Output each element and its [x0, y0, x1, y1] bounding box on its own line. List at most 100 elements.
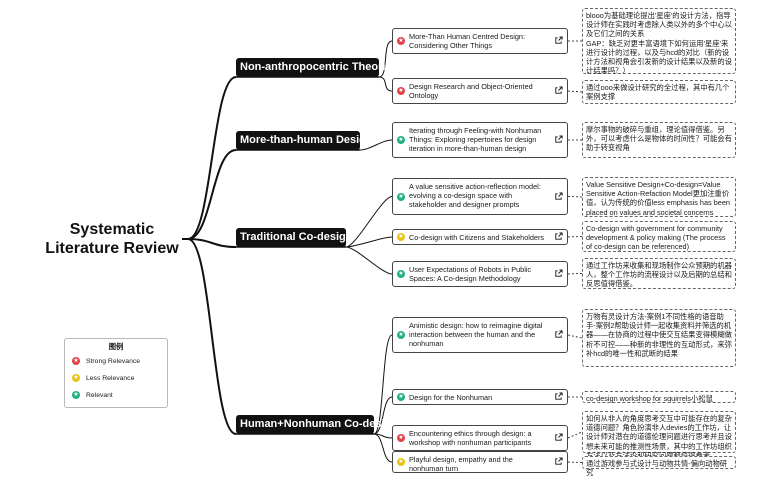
connector-line — [345, 236, 393, 248]
external-link-icon[interactable] — [554, 330, 563, 339]
connector-line — [567, 273, 583, 275]
connector-line — [345, 246, 393, 275]
external-link-icon[interactable] — [554, 433, 563, 442]
external-link-icon[interactable] — [554, 392, 563, 401]
paper-note: co-design workshop for squirrels小松鼠 — [582, 391, 736, 403]
paper-card[interactable]: ★ Co-design with Citizens and Stakeholde… — [392, 229, 568, 245]
category-human-nonhuman-co-design[interactable]: Human+Nonhuman Co-design — [236, 415, 398, 434]
paper-note: 通过工作坊来收集和现场制作公众预期的机器人，整个工作坊的流程设计以及后期的总结和… — [582, 258, 736, 289]
paper-card[interactable]: ★ Animistic design: how to reimagine dig… — [392, 317, 568, 353]
note-text: 通过游戏参与式设计与动物共情-偏向动物研究 — [586, 459, 728, 478]
connector-line — [359, 139, 393, 151]
root-topic-line1: Systematic — [69, 221, 155, 238]
paper-title: User Expectations of Robots in Public Sp… — [409, 265, 532, 284]
note-text: 万物有灵设计方法-案例1不同性格的语音助手-案例2帮助设计师一起收集资料并筛选的… — [586, 312, 732, 358]
connector-line — [187, 238, 237, 435]
paper-card[interactable]: ★ More-Than Human Centred Design: Consid… — [392, 28, 568, 54]
legend-title: 图例 — [108, 342, 124, 351]
legend-item-strong: ★ Strong Relevance — [72, 357, 140, 366]
external-link-icon[interactable] — [554, 269, 563, 278]
root-topic[interactable]: Systematic Literature Review — [42, 220, 182, 258]
paper-title: Co-design with Citizens and Stakeholders — [409, 233, 545, 242]
connector-line — [373, 396, 393, 435]
external-link-icon[interactable] — [554, 135, 563, 144]
connector-line — [378, 76, 393, 92]
connector-line — [187, 149, 237, 240]
connector-line — [373, 334, 393, 435]
star-icon: ★ — [397, 136, 405, 144]
paper-title: Design for the Nonhuman — [409, 393, 493, 402]
paper-card[interactable]: ★ A value sensitive action-reflection mo… — [392, 178, 568, 215]
paper-title: Animistic design: how to reimagine digit… — [409, 321, 543, 349]
star-icon: ★ — [72, 357, 80, 366]
connector-line — [567, 90, 583, 93]
paper-title: A value sensitive action-reflection mode… — [409, 182, 541, 210]
star-icon: ★ — [397, 87, 405, 95]
star-icon: ★ — [397, 434, 405, 442]
paper-note: 通过ooo来做设计研究的全过程，其中有几个案例支撑 — [582, 80, 736, 104]
external-link-icon[interactable] — [554, 457, 563, 466]
star-icon: ★ — [72, 391, 80, 400]
connector-line — [567, 196, 583, 198]
paper-note: Value Sensitive Design+Co-design=Value S… — [582, 177, 736, 217]
note-text: 通过ooo来做设计研究的全过程，其中有几个案例支撑 — [586, 83, 730, 102]
category-label: Traditional Co-design — [240, 231, 353, 243]
star-icon: ★ — [72, 374, 80, 383]
note-text: Value Sensitive Design+Co-design=Value S… — [586, 180, 730, 217]
paper-title: More-Than Human Centred Design: Consider… — [409, 32, 525, 51]
paper-title: Encountering ethics through design: a wo… — [409, 429, 532, 448]
legend-item-relevant: ★ Relevant — [72, 391, 113, 400]
note-text: Co-design with government for community … — [586, 224, 726, 252]
root-topic-line2: Literature Review — [45, 240, 179, 257]
category-label: More-than-human Design — [240, 134, 373, 146]
paper-note: 通过游戏参与式设计与动物共情-偏向动物研究 — [582, 456, 736, 477]
note-text: co-design workshop for squirrels小松鼠 — [586, 394, 713, 403]
note-text: 摩尔事物的破碎与重组，理论值得借鉴。另外，可以考虑什么是物体的时间性？可能会有助… — [586, 125, 732, 153]
paper-card[interactable]: ★ Encountering ethics through design: a … — [392, 425, 568, 451]
note-text: 通过工作坊来收集和现场制作公众预期的机器人，整个工作坊的流程设计以及后期的总结和… — [586, 261, 732, 289]
category-label: Human+Nonhuman Co-design — [240, 418, 398, 430]
star-icon: ★ — [397, 458, 405, 466]
category-non-anthropocentric-theories[interactable]: Non-anthropocentric Theories — [236, 58, 398, 77]
star-icon: ★ — [397, 331, 405, 339]
paper-card[interactable]: ★ Design for the Nonhuman — [392, 389, 568, 405]
connector-line — [187, 76, 237, 240]
category-more-than-human-design[interactable]: More-than-human Design — [236, 131, 373, 150]
paper-title: Playful design, empathy and the nonhuman… — [409, 455, 513, 474]
paper-note: blooo为基础理论提出'星座'的设计方法，指导设计师在实践时考虑除人类以外的多… — [582, 8, 736, 76]
paper-card[interactable]: ★ Playful design, empathy and the nonhuma… — [392, 451, 568, 473]
note-text: blooo为基础理论提出'星座'的设计方法，指导设计师在实践时考虑除人类以外的多… — [586, 11, 732, 76]
paper-note: 摩尔事物的破碎与重组，理论值得借鉴。另外，可以考虑什么是物体的时间性？可能会有助… — [582, 122, 736, 158]
external-link-icon[interactable] — [554, 86, 563, 95]
connector-line — [345, 196, 393, 248]
paper-card[interactable]: ★ Design Research and Object-Oriented On… — [392, 78, 568, 104]
external-link-icon[interactable] — [554, 36, 563, 45]
paper-note: Co-design with government for community … — [582, 221, 736, 252]
star-icon: ★ — [397, 393, 405, 401]
legend-label: Strong Relevance — [86, 358, 141, 365]
paper-note: 如何从非人的角度思考交互中可能存在的复杂道德问题？角色扮演非人devies的工作… — [582, 411, 736, 469]
connector-line — [567, 461, 583, 463]
connector-line — [187, 238, 237, 248]
star-icon: ★ — [397, 37, 405, 45]
connector-line — [378, 40, 393, 78]
connector-line — [373, 433, 393, 463]
legend: 图例 ★ Strong Relevance ★Less Relevance ★ Re… — [64, 338, 168, 408]
paper-title: Iterating through Feeling-with Nonhuman … — [409, 126, 542, 154]
external-link-icon[interactable] — [554, 191, 563, 201]
category-traditional-co-design[interactable]: Traditional Co-design — [236, 228, 352, 247]
star-icon: ★ — [397, 270, 405, 278]
paper-card[interactable]: ★ Iterating through Feeling-with Nonhuma… — [392, 122, 568, 158]
connector-line — [567, 431, 583, 439]
paper-note: 万物有灵设计方法-案例1不同性格的语音助手-案例2帮助设计师一起收集资料并筛选的… — [582, 309, 736, 367]
legend-label: Relevant — [86, 392, 113, 399]
connector-line — [567, 236, 583, 238]
paper-card[interactable]: ★ User Expectations of Robots in Public … — [392, 261, 568, 287]
star-icon: ★ — [397, 192, 405, 201]
paper-title: Design Research and Object-Oriented Onto… — [409, 82, 533, 101]
external-link-icon[interactable] — [554, 232, 563, 241]
legend-item-less: ★Less Relevance — [72, 374, 134, 383]
category-label: Non-anthropocentric Theories — [240, 61, 398, 73]
